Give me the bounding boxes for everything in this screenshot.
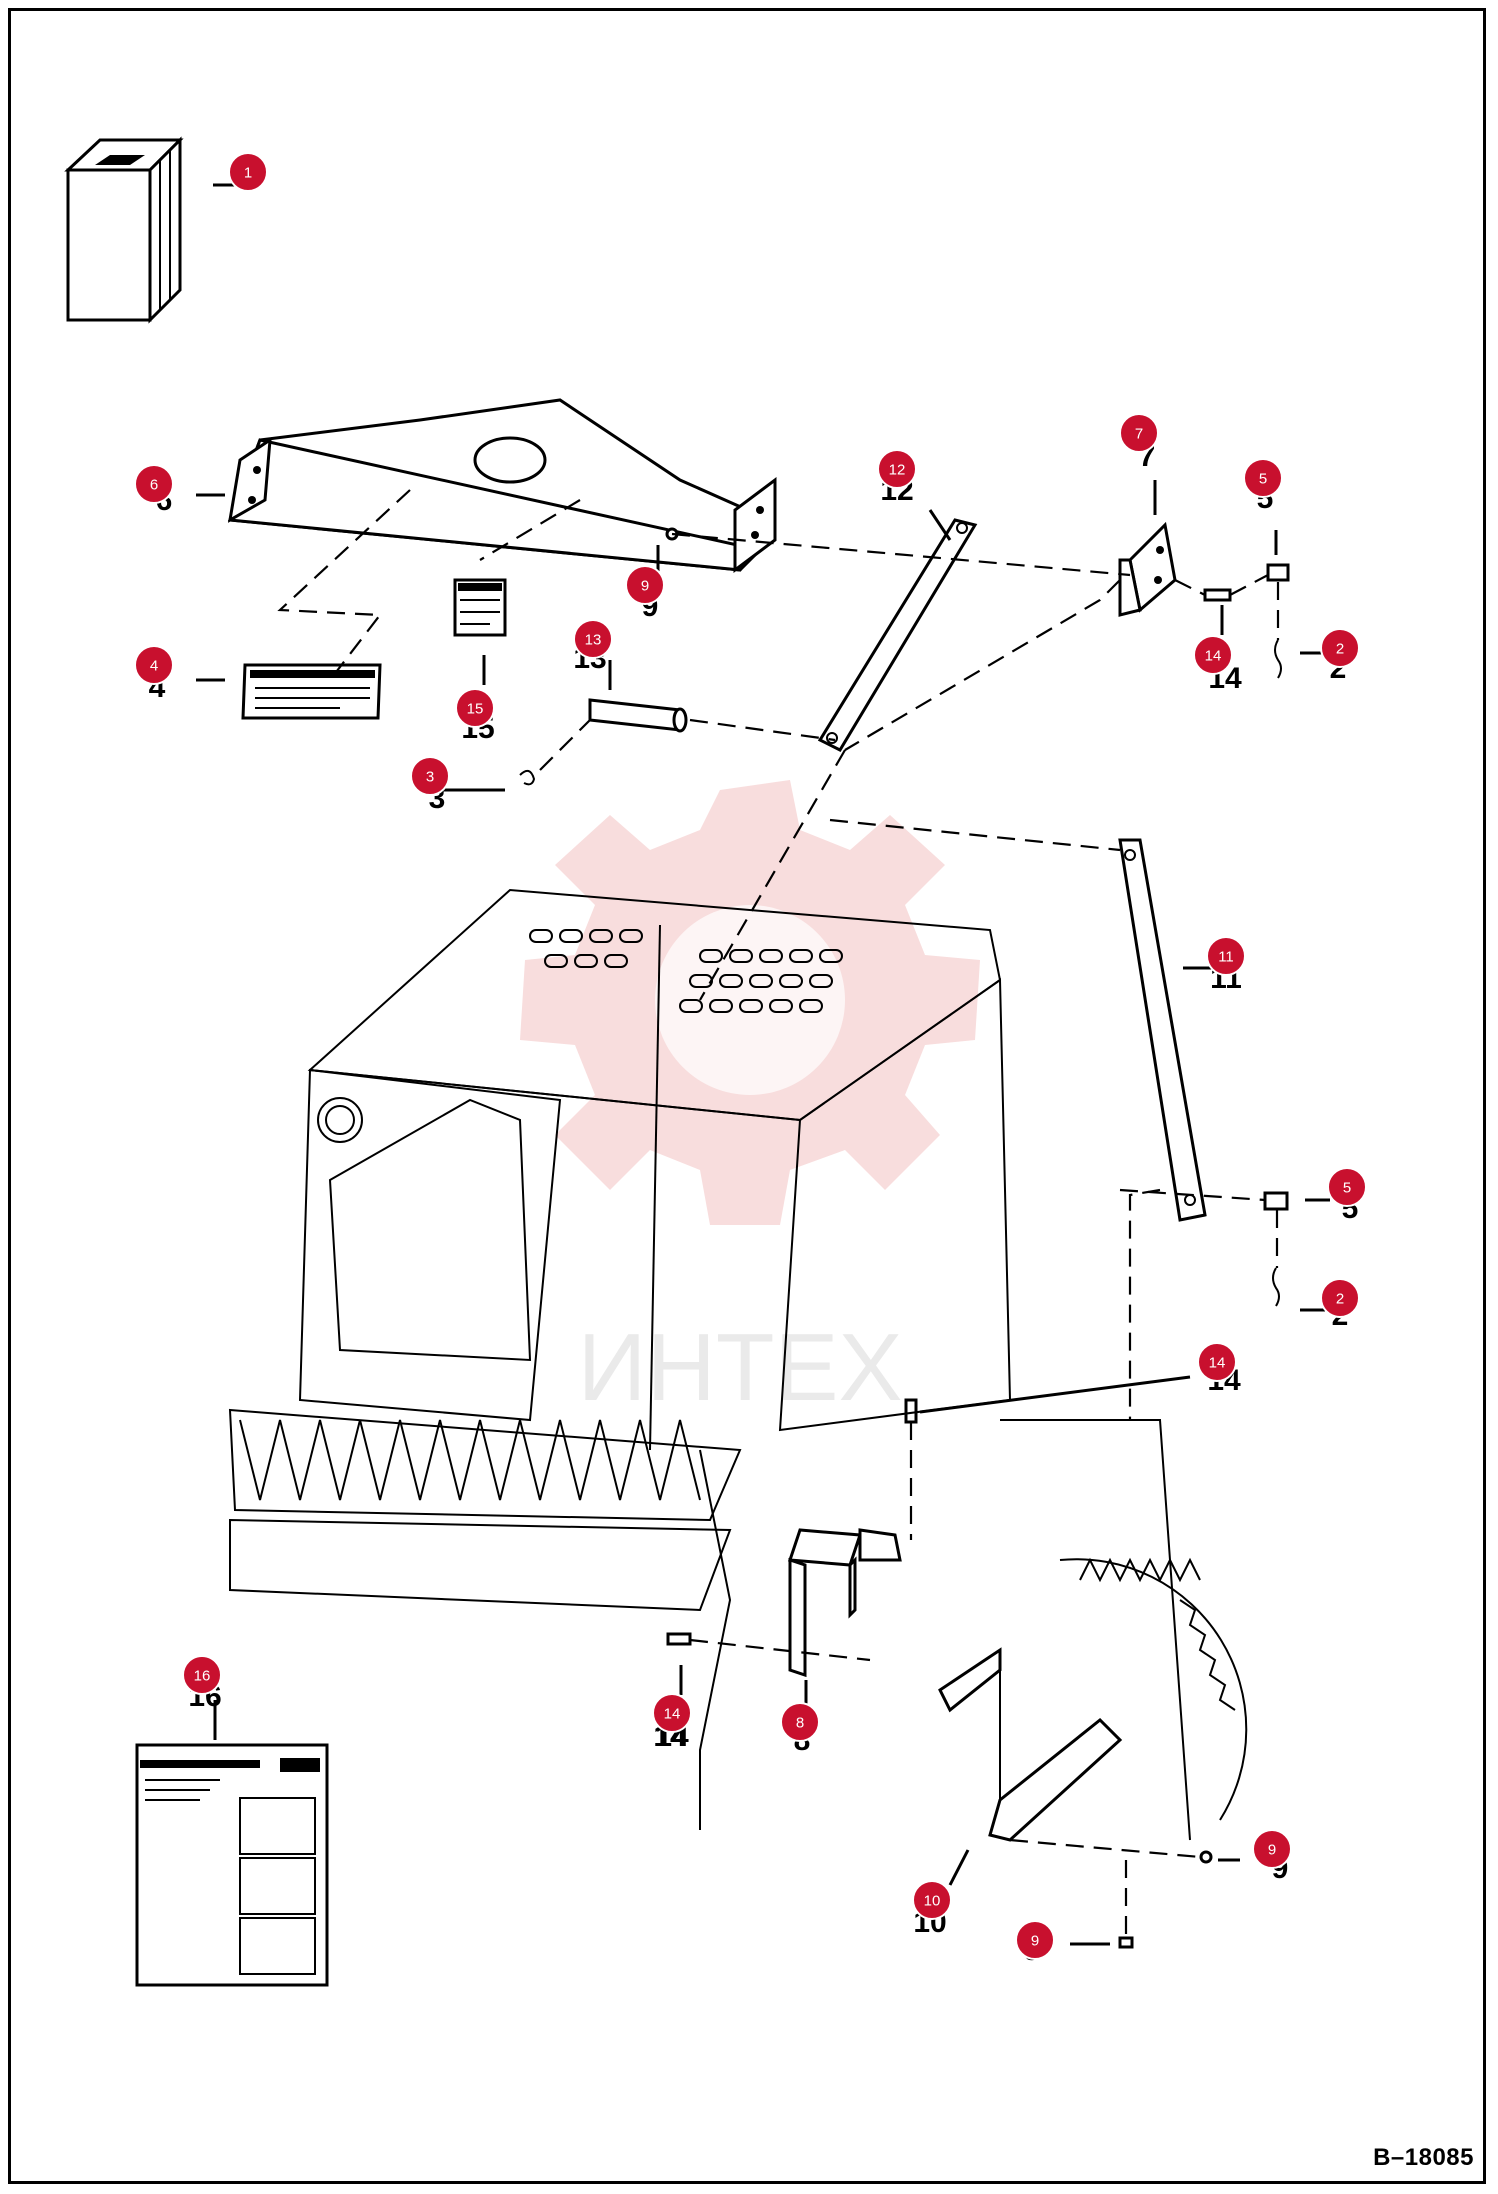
- callout-11: 11: [1206, 936, 1246, 976]
- instructions-sheet: [135, 1743, 329, 1987]
- pin-lower: [1263, 1191, 1289, 1211]
- callout-12: 12: [877, 449, 917, 489]
- support-rod-lower: [1118, 838, 1207, 1222]
- callout-label: 3: [426, 769, 434, 786]
- callout-15: 15: [455, 688, 495, 728]
- callout-4: 4: [134, 645, 174, 685]
- lower-bracket-10: [938, 1647, 1123, 1842]
- watermark-logo: ИНТЕХ: [520, 780, 980, 1421]
- callout-16: 16: [182, 1655, 222, 1695]
- watermark-gear-shape: [520, 780, 980, 1225]
- callout-13: 13: [573, 619, 613, 659]
- drawing-frame: [8, 8, 1486, 2184]
- mount-bracket: [1118, 521, 1177, 617]
- bolt-upper: [1203, 588, 1232, 602]
- watermark-text: ИНТЕХ: [577, 1314, 902, 1421]
- callout-label: 2: [1336, 641, 1344, 658]
- callout-5: 5: [1327, 1167, 1367, 1207]
- callout-9: 9: [625, 565, 665, 605]
- assembly-lines: [277, 489, 1280, 1938]
- machine-body: [228, 888, 1248, 1841]
- nut-bottom: [1118, 1936, 1134, 1949]
- callout-9: 9: [1015, 1920, 1055, 1960]
- callout-14: 14: [1193, 635, 1233, 675]
- callout-8: 8: [780, 1702, 820, 1742]
- pin-upper: [1266, 563, 1290, 582]
- callout-label: 7: [1135, 426, 1143, 443]
- callout-5: 5: [1243, 458, 1283, 498]
- callout-label: 14: [664, 1706, 681, 1723]
- callout-6: 6: [134, 464, 174, 504]
- callout-label: 5: [1343, 1180, 1351, 1197]
- decal-square: [453, 578, 507, 637]
- callout-9: 9: [1252, 1829, 1292, 1869]
- pivot-shaft: [588, 698, 688, 733]
- decal-strip: [241, 663, 382, 720]
- callout-label: 5: [1259, 471, 1267, 488]
- callout-label: 9: [1031, 1933, 1039, 1950]
- callout-3: 3: [410, 756, 450, 796]
- bolt-lower: [666, 1632, 692, 1646]
- bolt-mid: [904, 1398, 918, 1424]
- callout-label: 8: [796, 1715, 804, 1732]
- callout-label: 10: [924, 1893, 941, 1910]
- callout-label: 12: [889, 462, 906, 479]
- clip: [519, 769, 536, 786]
- callout-label: 14: [1209, 1355, 1226, 1372]
- callout-label: 4: [150, 658, 158, 675]
- drawing-reference: B–18085: [1373, 2144, 1474, 2171]
- nut-right: [1199, 1850, 1213, 1864]
- callout-label: 9: [1268, 1842, 1276, 1859]
- callout-label: 9: [641, 578, 649, 595]
- callout-label: 14: [1205, 648, 1222, 665]
- callout-label: 15: [467, 701, 484, 718]
- callout-label: 2: [1336, 1291, 1344, 1308]
- vent-slots: [529, 929, 843, 1013]
- leader-lines: [196, 183, 1330, 1946]
- manual-box: [64, 136, 184, 324]
- callout-7: 7: [1119, 413, 1159, 453]
- callout-10: 10: [912, 1880, 952, 1920]
- cross-member: [227, 398, 777, 573]
- callout-label: 6: [150, 477, 158, 494]
- callout-label: 13: [585, 632, 602, 649]
- lower-bracket-8: [787, 1528, 902, 1678]
- cotter-pin-upper: [1274, 639, 1282, 679]
- callout-2: 2: [1320, 1278, 1360, 1318]
- callout-1: 1: [228, 152, 268, 192]
- callout-14: 14: [1197, 1342, 1237, 1382]
- callout-14: 14: [652, 1693, 692, 1733]
- callout-label: 11: [1218, 949, 1234, 966]
- support-rod-upper: [817, 518, 978, 752]
- callout-label: 1: [244, 165, 252, 182]
- cotter-pin-lower: [1272, 1267, 1280, 1307]
- callout-2: 2: [1320, 628, 1360, 668]
- callout-label: 16: [194, 1668, 211, 1685]
